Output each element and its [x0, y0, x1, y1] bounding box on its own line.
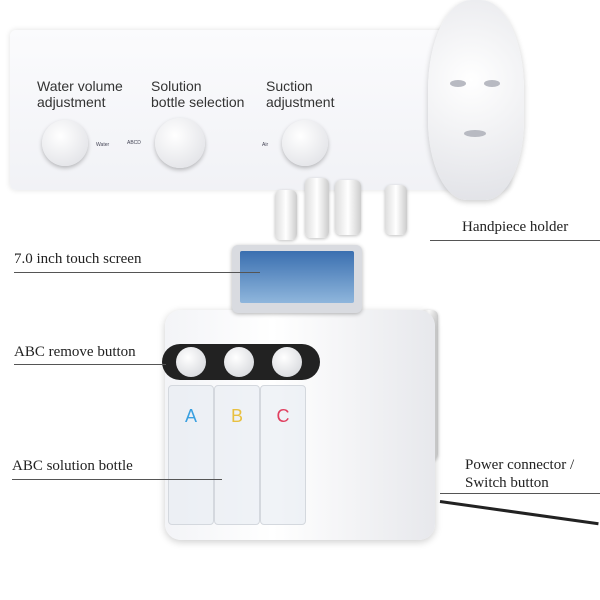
handpiece [335, 180, 361, 235]
mask-mouth [464, 130, 486, 137]
water-text: Water [96, 142, 110, 148]
annotation-touch-screen: 7.0 inch touch screen [14, 251, 142, 267]
bottle-a-letter: A [184, 406, 197, 426]
handpiece [385, 185, 407, 235]
annotation-power-connector: Power connector /Switch button [465, 457, 575, 491]
annotation-line [14, 272, 260, 273]
annotation-line [14, 364, 166, 365]
mask-eye [450, 80, 466, 87]
annotation-line [12, 479, 222, 480]
handpiece [275, 190, 297, 240]
water-volume-knob[interactable] [42, 120, 88, 166]
bottle-a: A [168, 385, 214, 525]
bottle-b-letter: B [230, 406, 243, 426]
annotation-line [430, 240, 600, 241]
screen-display [240, 251, 354, 303]
abcd-text: ABCD [127, 140, 141, 146]
suction-knob[interactable] [282, 120, 328, 166]
handpiece [305, 178, 329, 238]
annotation-handpiece-holder: Handpiece holder [462, 219, 569, 235]
annotation-line [440, 493, 600, 494]
led-face-mask [428, 0, 524, 200]
bottle-b: B [214, 385, 260, 525]
annotation-abc-bottle: ABC solution bottle [12, 458, 133, 474]
touch-screen[interactable] [232, 245, 362, 313]
bottle-c: C [260, 385, 306, 525]
remove-button-b[interactable] [224, 347, 254, 377]
abc-remove-buttons [162, 344, 320, 380]
remove-button-a[interactable] [176, 347, 206, 377]
annotation-abc-remove: ABC remove button [14, 344, 136, 360]
solution-selection-knob[interactable] [155, 118, 205, 168]
remove-button-c[interactable] [272, 347, 302, 377]
bottle-c-letter: C [276, 406, 290, 426]
mask-eye [484, 80, 500, 87]
power-cable [439, 500, 599, 526]
air-text: Air [262, 142, 269, 148]
